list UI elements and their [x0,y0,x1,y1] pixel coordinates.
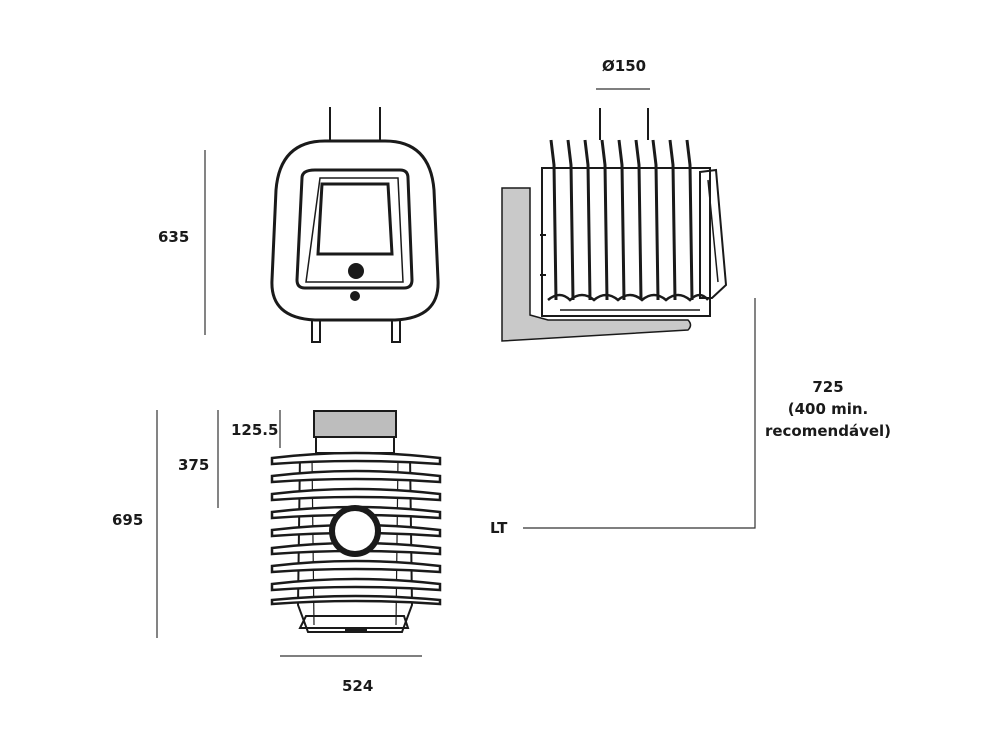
side-fins [549,139,694,301]
clearance-min-label: (400 min. [787,400,869,418]
collar-height-label: 125.5 [231,421,279,439]
outlet-height-label: 375 [178,456,210,474]
top-fins [270,451,442,606]
door-glass [316,182,394,256]
top-flue-ring [329,505,381,557]
top-view [270,410,442,633]
side-view [501,108,728,342]
wall-bracket [501,187,692,342]
clearance-note-label: recomendável) [764,422,892,440]
front-height-label: 635 [158,228,190,246]
clearance-leader-line [523,298,756,529]
total-height-label: 695 [112,511,144,529]
top-flue-outlet [313,410,397,438]
door-frame [295,168,414,290]
flue-diameter-label: Ø150 [602,57,647,75]
wall-marker-label: LT [490,519,508,537]
clearance-value-label: 725 [812,378,844,396]
width-label: 524 [342,677,374,695]
door-handle [348,263,364,279]
front-view [270,107,440,343]
air-control-knob [350,291,360,301]
